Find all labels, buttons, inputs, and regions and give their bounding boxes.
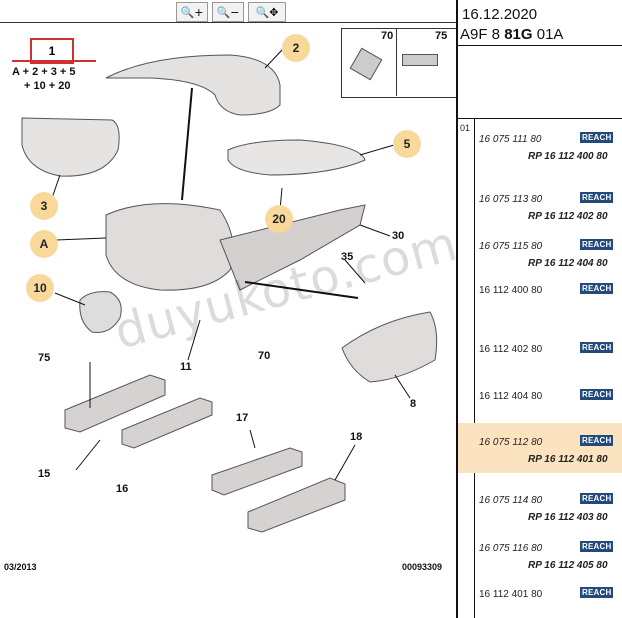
label-8[interactable]: 8 <box>410 398 417 410</box>
zoom-move-button[interactable]: 🔍✥ <box>248 2 286 22</box>
part-number[interactable]: 16 075 115 80 <box>479 241 543 252</box>
reach-badge: REACH <box>580 389 614 400</box>
part-number[interactable]: 16 075 111 80 <box>479 134 542 145</box>
reach-badge: REACH <box>580 435 614 446</box>
part-row[interactable]: 16 075 113 80 REACH RP 16 112 402 80 <box>458 180 622 230</box>
indicator-lamp-shape <box>227 139 366 176</box>
callout-10[interactable]: 10 <box>26 274 54 302</box>
part-number[interactable]: 16 075 113 80 <box>479 194 543 205</box>
reach-badge: REACH <box>580 342 614 353</box>
label-15[interactable]: 15 <box>38 468 51 480</box>
callout-5[interactable]: 5 <box>393 130 421 158</box>
replacement-number[interactable]: RP 16 112 405 80 <box>528 560 608 571</box>
label-75[interactable]: 75 <box>38 352 51 364</box>
panel-divider <box>456 0 458 618</box>
part-number[interactable]: 16 112 401 80 <box>479 589 543 600</box>
mirror-glass-shape <box>21 117 120 177</box>
group-number: 01 <box>460 123 471 133</box>
label-16[interactable]: 16 <box>116 483 129 495</box>
label-35[interactable]: 35 <box>341 251 354 263</box>
diagram-ref: 00093309 <box>402 562 443 572</box>
part-number[interactable]: 16 075 114 80 <box>479 495 543 506</box>
label-17[interactable]: 17 <box>236 412 249 424</box>
exploded-diagram: 🔍+ 🔍− 🔍✥ <box>0 2 464 572</box>
reach-badge: REACH <box>580 132 614 143</box>
part-number[interactable]: 16 075 116 80 <box>479 543 543 554</box>
parts-list-divider <box>474 119 475 618</box>
part-row[interactable]: 16 075 115 80 REACH RP 16 112 404 80 <box>458 227 622 277</box>
screw-icon <box>402 54 438 66</box>
catalog-header: 16.12.2020 A9F 8 81G 01A <box>458 0 622 46</box>
code-suffix: 01A <box>536 26 564 43</box>
mirror-cap-shape <box>105 54 281 116</box>
replacement-number[interactable]: RP 16 112 401 80 <box>528 454 608 465</box>
fastener-left-label: 70 <box>381 30 394 42</box>
replacement-number[interactable]: RP 16 112 404 80 <box>528 258 608 269</box>
switch-16-shape <box>121 397 213 449</box>
cover-shape <box>341 311 438 383</box>
diagram-date: 03/2013 <box>4 562 37 572</box>
diagram-drawing <box>21 49 438 533</box>
part-row[interactable]: 16 112 401 80 REACH <box>458 575 622 615</box>
code-bold: 81G <box>504 26 533 43</box>
zoom-move-icon: 🔍✥ <box>255 5 279 19</box>
label-70[interactable]: 70 <box>258 350 271 362</box>
kit-formula-line1: A + 2 + 3 + 5 <box>12 66 76 78</box>
zoom-in-icon: 🔍+ <box>180 5 204 19</box>
part-row[interactable]: 16 112 402 80 REACH <box>458 330 622 370</box>
kit-key-underline <box>12 60 96 62</box>
switch-18-shape <box>247 477 346 533</box>
callout-3[interactable]: 3 <box>30 192 58 220</box>
motor-shape <box>79 291 122 333</box>
label-18[interactable]: 18 <box>350 431 363 443</box>
reach-badge: REACH <box>580 587 614 598</box>
callout-2[interactable]: 2 <box>282 34 310 62</box>
catalog-date: 16.12.2020 <box>462 6 538 23</box>
reach-badge: REACH <box>580 541 614 552</box>
part-number[interactable]: 16 112 402 80 <box>479 344 543 355</box>
reach-badge: REACH <box>580 493 614 504</box>
callout-A[interactable]: A <box>30 230 58 258</box>
zoom-out-button[interactable]: 🔍− <box>212 2 244 22</box>
zoom-in-button[interactable]: 🔍+ <box>176 2 208 22</box>
code-prefix: A9F 8 <box>460 26 501 43</box>
part-row[interactable]: 16 075 116 80 REACH RP 16 112 405 80 <box>458 529 622 579</box>
toolbar-divider <box>0 22 456 23</box>
mirror-housing-shape <box>105 203 234 291</box>
kit-formula-line2: + 10 + 20 <box>24 80 71 92</box>
replacement-number[interactable]: RP 16 112 400 80 <box>528 151 608 162</box>
switch-17-shape <box>211 447 303 496</box>
part-number[interactable]: 16 112 404 80 <box>479 391 543 402</box>
replacement-number[interactable]: RP 16 112 403 80 <box>528 512 608 523</box>
zoom-toolbar: 🔍+ 🔍− 🔍✥ <box>176 2 286 22</box>
catalog-code: A9F 8 81G 01A <box>460 26 563 43</box>
part-row[interactable]: 16 075 111 80 REACH RP 16 112 400 80 <box>458 120 622 170</box>
header-rule <box>458 45 622 46</box>
part-row[interactable]: 16 075 112 80 REACH RP 16 112 401 80 <box>458 423 622 473</box>
label-30[interactable]: 30 <box>392 230 405 242</box>
part-number[interactable]: 16 112 400 80 <box>479 285 543 296</box>
zoom-out-icon: 🔍− <box>216 5 240 19</box>
replacement-number[interactable]: RP 16 112 402 80 <box>528 211 608 222</box>
fastener-divider <box>396 28 397 96</box>
fastener-right-label: 75 <box>435 30 448 42</box>
part-row[interactable]: 16 075 114 80 REACH RP 16 112 403 80 <box>458 481 622 531</box>
switch-15-shape <box>64 374 166 433</box>
part-row[interactable]: 16 112 400 80 REACH <box>458 271 622 311</box>
parts-top-rule <box>458 118 622 119</box>
reach-badge: REACH <box>580 283 614 294</box>
part-number[interactable]: 16 075 112 80 <box>479 437 543 448</box>
reach-badge: REACH <box>580 192 614 203</box>
reach-badge: REACH <box>580 239 614 250</box>
label-11[interactable]: 11 <box>180 361 192 373</box>
part-row[interactable]: 16 112 404 80 REACH <box>458 377 622 417</box>
kit-key-box: 1 <box>30 38 74 64</box>
callout-20[interactable]: 20 <box>265 205 293 233</box>
